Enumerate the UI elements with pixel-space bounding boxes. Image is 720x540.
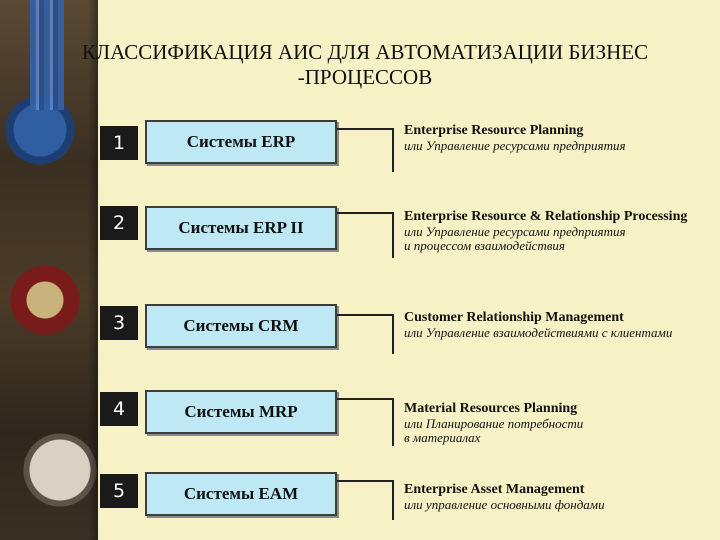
connector-line <box>337 212 393 214</box>
english-name: Enterprise Resource Planning <box>404 123 720 139</box>
system-box-erp-ii: Системы ERP II <box>145 206 337 250</box>
description-eam: Enterprise Asset Management или управлен… <box>404 482 720 512</box>
row-number-4: 4 <box>100 392 138 426</box>
bracket-bar <box>392 398 394 446</box>
russian-description: или Планирование потребности <box>404 417 720 431</box>
bracket-bar <box>392 480 394 520</box>
connector-line <box>337 128 393 130</box>
title-line-2: -ПРОЦЕССОВ <box>298 65 432 89</box>
russian-description: в материалах <box>404 431 720 445</box>
russian-description: или управление основными фондами <box>404 498 720 512</box>
row-number-5: 5 <box>100 474 138 508</box>
english-name: Enterprise Resource & Relationship Proce… <box>404 209 720 225</box>
system-box-eam: Системы EAM <box>145 472 337 516</box>
row-number-3: 3 <box>100 306 138 340</box>
description-crm: Customer Relationship Management или Упр… <box>404 310 720 340</box>
english-name: Customer Relationship Management <box>404 310 720 326</box>
system-box-crm: Системы CRM <box>145 304 337 348</box>
title-line-1: КЛАССИФИКАЦИЯ АИС ДЛЯ АВТОМАТИЗАЦИИ БИЗН… <box>82 40 648 64</box>
bracket-bar <box>392 212 394 258</box>
russian-description: или Управление взаимодействиями с клиент… <box>404 326 720 340</box>
russian-description: и процессом взаимодействия <box>404 239 720 253</box>
description-erp-ii: Enterprise Resource & Relationship Proce… <box>404 209 720 253</box>
english-name: Material Resources Planning <box>404 401 720 417</box>
system-box-mrp: Системы MRP <box>145 390 337 434</box>
description-erp: Enterprise Resource Planning или Управле… <box>404 123 720 153</box>
description-mrp: Material Resources Planning или Планиров… <box>404 401 720 445</box>
russian-description: или Управление ресурсами предприятия <box>404 139 720 153</box>
connector-line <box>337 480 393 482</box>
russian-description: или Управление ресурсами предприятия <box>404 225 720 239</box>
page-title: КЛАССИФИКАЦИЯ АИС ДЛЯ АВТОМАТИЗАЦИИ БИЗН… <box>30 40 700 90</box>
bracket-bar <box>392 314 394 354</box>
system-box-erp: Системы ERP <box>145 120 337 164</box>
connector-line <box>337 314 393 316</box>
row-number-2: 2 <box>100 206 138 240</box>
connector-line <box>337 398 393 400</box>
english-name: Enterprise Asset Management <box>404 482 720 498</box>
row-number-1: 1 <box>100 126 138 160</box>
bracket-bar <box>392 128 394 172</box>
